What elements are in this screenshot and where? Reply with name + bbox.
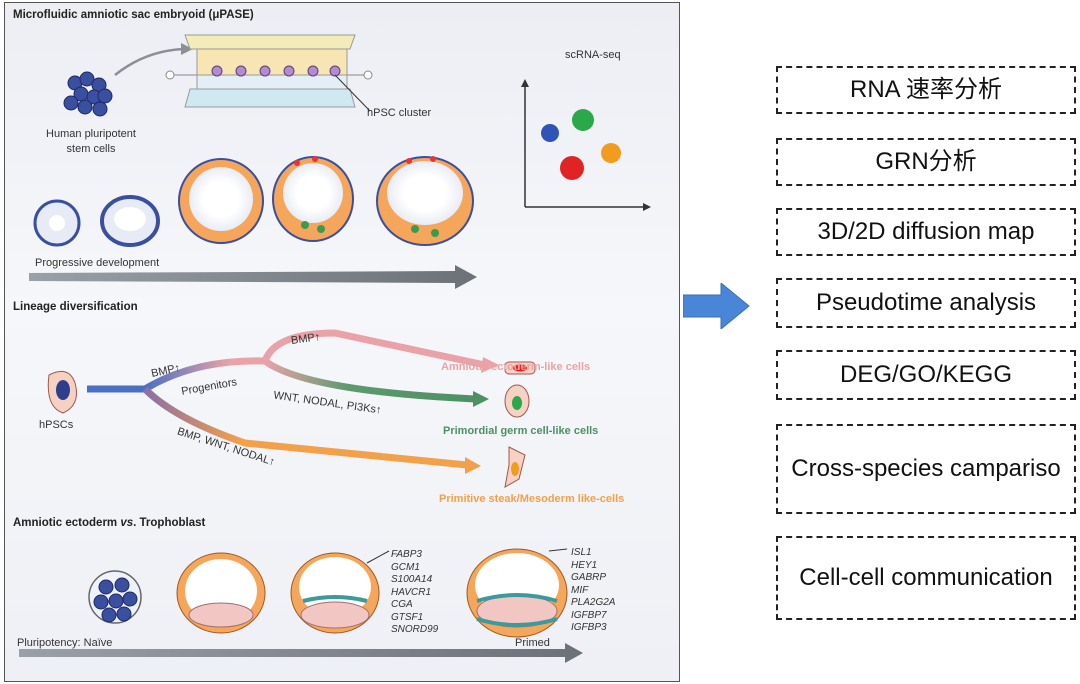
lineage-paths: [87, 329, 499, 474]
section2-title: Lineage diversification: [13, 301, 138, 313]
gene-right-6: IGFBP3: [571, 622, 607, 633]
gene-right-1: HEY1: [571, 559, 598, 571]
embryo-stages: [88, 548, 568, 638]
section3-title: Amniotic ectoderm vs. Trophoblast: [13, 517, 206, 529]
gene-left-1: GCM1: [391, 561, 420, 573]
hpscs-label: hPSCs: [39, 419, 74, 431]
right-arrow-icon: [683, 283, 750, 329]
development-stages: [33, 156, 474, 247]
method-deg-go-kegg: DEG/GO/KEGG: [776, 350, 1076, 400]
progressive-development-label: Progressive development: [35, 257, 160, 269]
lineage-cells: [47, 361, 536, 488]
figure-graphics: [19, 34, 651, 663]
method-rna-velocity: RNA 速率分析: [776, 66, 1076, 114]
gene-right-2: GABRP: [571, 572, 607, 583]
scrna-scatter-plot: [521, 79, 651, 211]
method-grn: GRN分析: [776, 138, 1076, 186]
method-diffusion-map: 3D/2D diffusion map: [776, 208, 1076, 256]
genes-left-list: FABP3 GCM1 S100A14 HAVCR1 CGA GTSF1 SNOR…: [391, 549, 438, 637]
gene-left-6: SNORD99: [391, 624, 439, 635]
stem-cells-label: Human pluripotent stem cells: [46, 128, 136, 155]
method-pseudotime: Pseudotime analysis: [776, 278, 1076, 328]
method-cross-species: Cross-species campariso: [776, 424, 1076, 514]
primordial-label: Primordial germ cell-like cells: [443, 425, 599, 437]
gene-left-3: HAVCR1: [391, 586, 432, 598]
pluripotency-naive-label: Pluripotency: Naïve: [17, 637, 113, 649]
gene-right-5: IGFBP7: [571, 609, 607, 621]
primed-label: Primed: [515, 637, 550, 649]
microfluidic-device: [165, 34, 373, 112]
gene-left-2: S100A14: [391, 574, 433, 585]
gene-left-0: FABP3: [391, 549, 422, 560]
hpsc-cluster-label: hPSC cluster: [367, 107, 432, 119]
schematic-figure: Microfluidic amniotic sac embryoid (μPAS…: [4, 2, 680, 682]
gene-right-3: MIF: [571, 584, 589, 596]
amniotic-label: Amniotic ectoderm-like cells: [441, 361, 591, 373]
genes-right-list: ISL1 HEY1 GABRP MIF PLA2G2A IGFBP7 IGFBP…: [571, 547, 615, 635]
method-cell-communication: Cell-cell communication: [776, 536, 1076, 620]
gene-left-5: GTSF1: [391, 611, 424, 623]
section1-title: Microfluidic amniotic sac embryoid (μPAS…: [13, 9, 254, 21]
gene-left-4: CGA: [391, 599, 413, 610]
scrna-seq-label: scRNA-seq: [565, 49, 621, 61]
primitive-streak-label: Primitive steak/Mesoderm like-cells: [439, 493, 625, 505]
gene-right-4: PLA2G2A: [571, 597, 616, 608]
stem-cell-cluster: [63, 71, 113, 117]
gene-right-0: ISL1: [571, 547, 592, 558]
